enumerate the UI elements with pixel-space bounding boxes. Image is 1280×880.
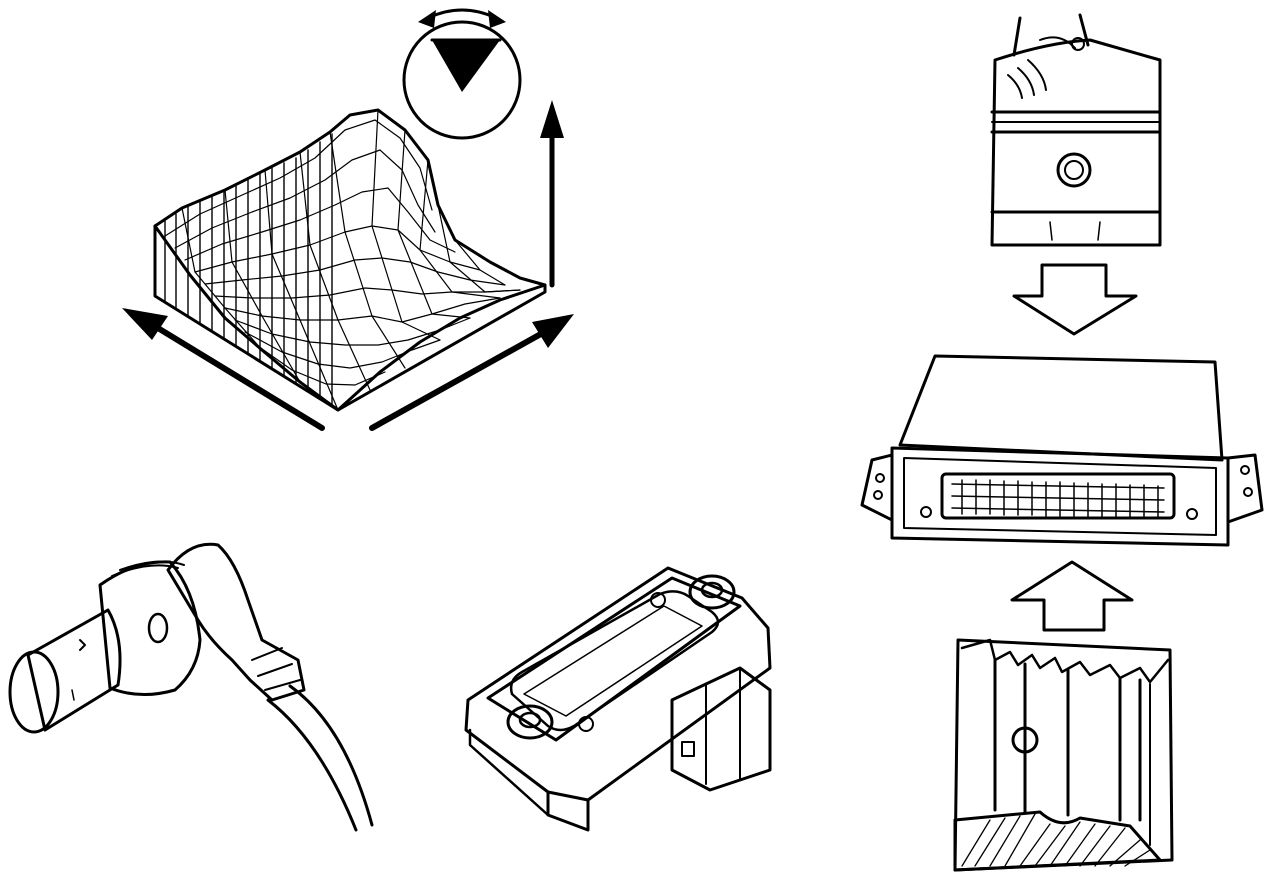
map-axis-arrows (122, 100, 574, 431)
ecu-connector-pins (951, 479, 1165, 519)
hub-hatching (961, 813, 1151, 867)
manifold-pressure-sensor (464, 566, 772, 832)
dial-pointer-icon (432, 40, 500, 92)
flywheel-section (953, 638, 1174, 872)
timing-dial (402, 8, 522, 140)
piston (990, 13, 1162, 247)
rotation-arrow-icon (426, 8, 498, 20)
arrow-flywheel-to-ecu-icon (1010, 560, 1134, 632)
mesh-grid-lines (164, 119, 521, 386)
crankshaft-position-sensor (8, 542, 374, 832)
mesh-wall-lines (164, 133, 333, 407)
engine-control-unit (860, 354, 1264, 547)
ignition-map-surface (153, 108, 547, 412)
arrow-piston-to-ecu-icon (1012, 263, 1138, 336)
